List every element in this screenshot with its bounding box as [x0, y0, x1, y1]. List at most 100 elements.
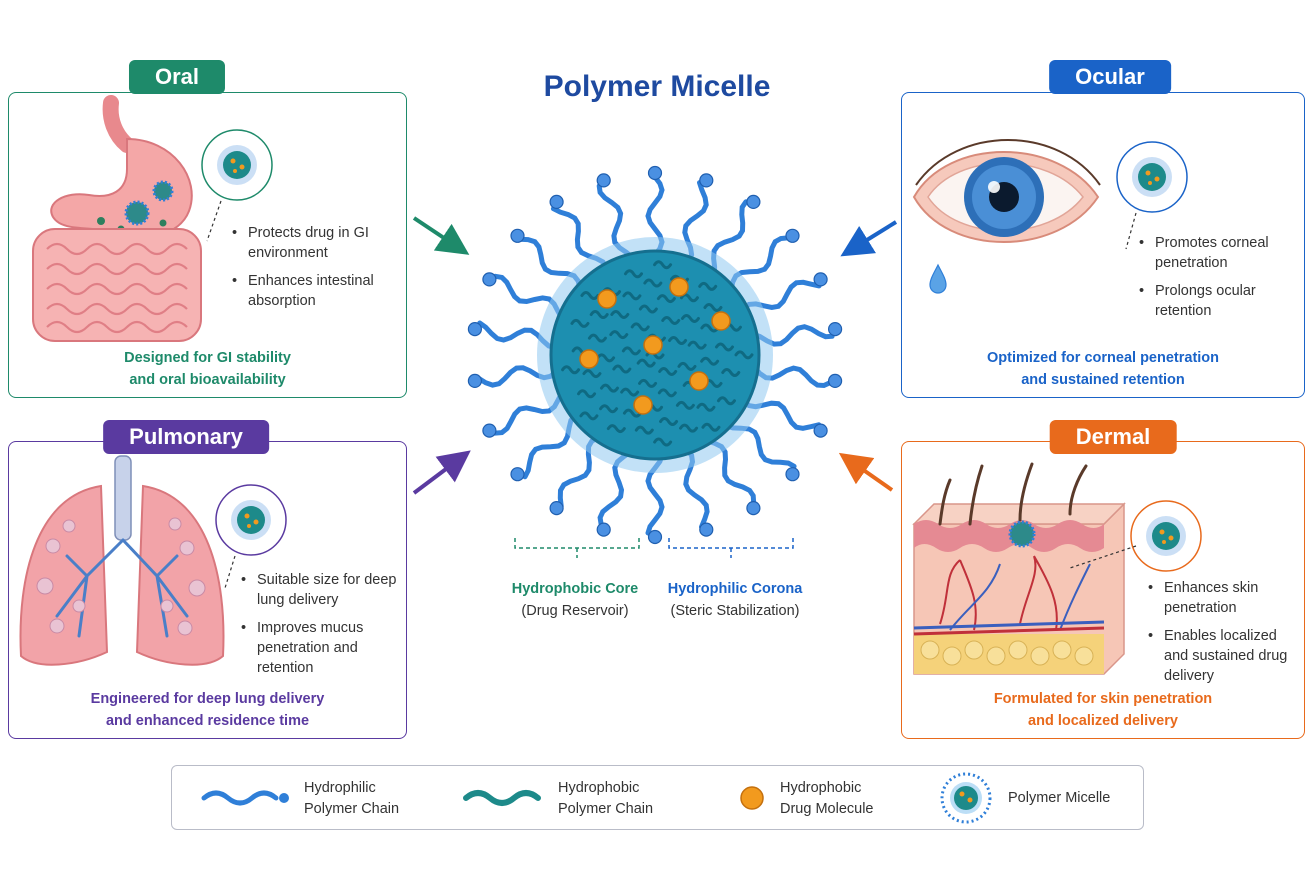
hydrophobic-chain-segment [622, 408, 642, 418]
chain-end-bead [596, 522, 611, 537]
hydrophobic-chain-segment [696, 402, 716, 412]
ocular-bullet-2: Prolongs ocular retention [1139, 281, 1299, 321]
hydrophobic-chain-segment [679, 423, 699, 433]
legend: Hydrophilic Polymer Chain Hydrophobic Po… [171, 765, 1144, 830]
dermal-caption-line-1: Formulated for skin penetration [993, 691, 1213, 707]
oral-tag: Oral [128, 60, 226, 94]
hydrophobic-chain-segment [582, 369, 602, 379]
chain-end-bead [647, 529, 663, 545]
legend-label-3b: Drug Molecule [780, 801, 874, 817]
oral-bullet-1: Protects drug in GI environment [232, 223, 402, 263]
hydrophobic-chain-segment [680, 313, 700, 323]
hydrophobic-chain-segment [580, 291, 600, 300]
hydrophobic-chain-segment [661, 316, 681, 325]
core-sublabel: (Drug Reservoir) [521, 603, 629, 619]
oral-arrow [412, 216, 470, 255]
pulmonary-bullet-1: Suitable size for deep lung delivery [241, 570, 401, 610]
hydrophobic-chain-segment [570, 318, 590, 328]
diagram-title: Polymer Micelle [543, 70, 771, 103]
chain-end-bead [482, 423, 497, 438]
hydrophilic-chain-icon [201, 790, 289, 806]
chain-end-bead [549, 501, 564, 516]
hydrophobic-chain-segment [658, 366, 678, 376]
legend-label-3a: Hydrophobic [780, 780, 862, 796]
dermal-tag: Dermal [1049, 420, 1177, 454]
pulmonary-tag: Pulmonary [103, 420, 269, 454]
corona-sublabel: (Steric Stabilization) [670, 603, 800, 619]
chain-end-bead [699, 173, 714, 188]
hydrophobic-chain-segment [701, 422, 721, 432]
hydrophobic-chain-segment [700, 323, 720, 333]
hydrophobic-chain-segment [677, 361, 697, 371]
hydrophobic-chain-segment [606, 424, 626, 434]
central-micelle-illustration [455, 135, 855, 545]
dermal-bullet-1: Enhances skin penetration [1148, 578, 1298, 618]
ocular-tag: Ocular [1049, 60, 1171, 94]
label-brackets [514, 538, 794, 558]
corona-label: Hydrophilic Corona [667, 581, 803, 597]
hydrophobic-chain-segment [721, 368, 741, 377]
hydrophobic-chain-segment [687, 340, 707, 350]
hydrophobic-chain-segment [577, 389, 597, 399]
ocular-arrow [840, 220, 898, 257]
skin-layers-illustration [910, 462, 1130, 689]
chain-end-bead [828, 322, 843, 337]
hydrophobic-chain-segment [579, 411, 599, 421]
chain-end-bead [746, 194, 761, 210]
chain-end-bead [828, 373, 843, 388]
micelle-zoom-icon [1116, 141, 1196, 250]
chain-end-bead [510, 228, 525, 243]
oral-caption-line-1: Designed for GI stability [124, 350, 291, 366]
chain-end-bead [510, 467, 525, 482]
chain-end-bead [785, 228, 800, 243]
hydrophobic-chain-segment [609, 330, 629, 340]
hydrophobic-chain-segment [700, 356, 720, 366]
hydrophobic-chain-segment [653, 437, 673, 447]
core-label: Hydrophobic Core [511, 581, 639, 597]
dermal-panel: Enhances skin penetration Enables locali… [901, 441, 1305, 739]
chain-end-bead [785, 467, 800, 482]
oral-caption-line-2: and oral bioavailability [129, 372, 286, 388]
hydrophobic-chain-segment [634, 425, 654, 435]
legend-label-2b: Polymer Chain [558, 801, 654, 817]
chain-end-bead [699, 522, 714, 537]
dermal-bullet-2: Enables localized and sustained drug del… [1148, 626, 1298, 686]
micelle-zoom-icon [1069, 500, 1210, 605]
chain-end-bead [596, 173, 611, 188]
oral-panel: Protects drug in GI environment Enhances… [8, 92, 407, 398]
dermal-arrow [838, 452, 894, 492]
pulmonary-panel: Suitable size for deep lung delivery Imp… [8, 441, 407, 739]
dermal-caption-line-2: and localized delivery [1028, 713, 1178, 729]
lungs-illustration [17, 455, 227, 681]
pulmonary-caption-line-2: and enhanced residence time [105, 713, 310, 729]
hydrophobic-chain-segment [675, 400, 695, 410]
hydrophobic-chain-segment [622, 291, 642, 301]
hydrophobic-chain-segment [734, 350, 754, 360]
hydrophobic-chain-segment [656, 294, 676, 304]
legend-label-1b: Polymer Chain [304, 801, 400, 817]
pulmonary-bullet-2: Improves mucus penetration and retention [241, 618, 401, 678]
drug-molecule-icon [740, 786, 764, 810]
hydrophobic-chain-segment [659, 417, 679, 426]
micelle-zoom-icon [215, 484, 295, 589]
legend-label-4: Polymer Micelle [1008, 790, 1111, 806]
hydrophobic-chain-segment [612, 364, 632, 374]
hydrophobic-chain-segment [620, 387, 640, 397]
eye-illustration [908, 117, 1108, 322]
legend-label-2a: Hydrophobic [558, 780, 640, 796]
ocular-panel: Promotes corneal penetration Prolongs oc… [901, 92, 1305, 398]
pulmonary-arrow [412, 450, 471, 495]
hydrophobic-chain-segment [657, 388, 677, 398]
stomach-intestine-illustration [23, 95, 213, 349]
hydrophobic-chain-icon [463, 790, 541, 806]
ocular-caption-line-1: Optimized for corneal penetration [986, 350, 1220, 366]
hydrophobic-chain-segment [630, 322, 650, 332]
hydrophobic-chain-segment [587, 333, 607, 343]
hydrophobic-chain-segment [624, 269, 644, 279]
hydrophobic-chain-segment [621, 346, 641, 356]
chain-end-bead [467, 322, 482, 337]
hydrophobic-chain-segment [561, 365, 581, 375]
hydrophobic-chain-segment [698, 281, 718, 291]
ocular-bullet-1: Promotes corneal penetration [1139, 233, 1299, 273]
micelle-zoom-icon [201, 129, 281, 242]
